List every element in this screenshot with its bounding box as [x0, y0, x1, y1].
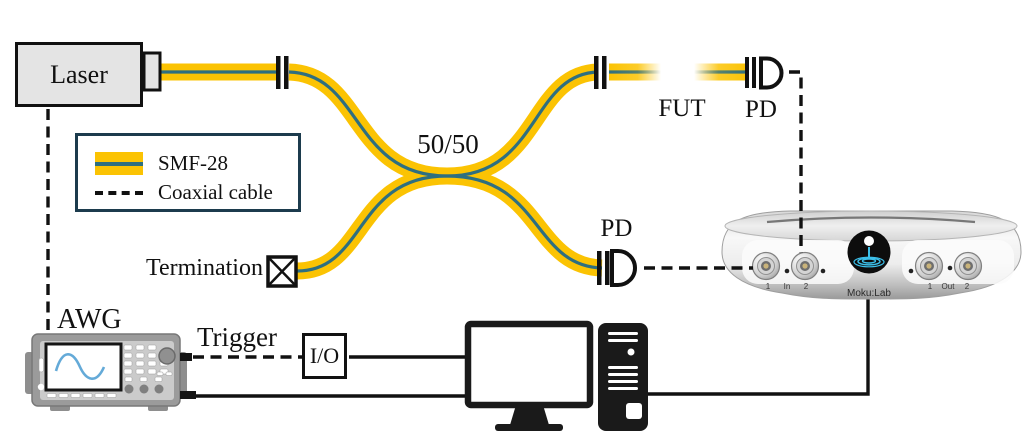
io-label: I/O [309, 343, 340, 368]
bnc-connectors [751, 251, 983, 281]
monitor-screen [464, 320, 594, 409]
awg-knob [158, 347, 176, 365]
legend-box: SMF-28 Coaxial cable [75, 133, 301, 212]
awg-label: AWG [57, 304, 122, 335]
coax-pd-top-to-moku-in2 [789, 70, 803, 253]
monitor-stand [510, 405, 549, 425]
laser-label: Laser [50, 59, 108, 89]
out-label: Out [942, 282, 956, 291]
awg-power-button [37, 383, 45, 391]
panel-screws [784, 265, 953, 274]
awg-device [25, 333, 196, 411]
coaxial-cable-swatch [95, 191, 143, 195]
smf28-fiber-swatch [95, 152, 143, 175]
in-label: In [784, 282, 791, 291]
moku-logo-icon [847, 230, 891, 274]
fiber-core-line [295, 70, 599, 273]
coupler-ratio-label: 50/50 [417, 129, 479, 159]
bnc-out-1 [914, 251, 944, 281]
laser-box: Laser [15, 42, 143, 107]
moku-top-groove [766, 216, 976, 224]
pd-top-label: PD [745, 96, 777, 123]
out-2-label: 2 [965, 282, 970, 291]
solid-cables [184, 297, 870, 398]
fiber-core-stripe [95, 161, 143, 166]
in-1-label: 1 [766, 282, 771, 291]
connector-icon [745, 57, 756, 88]
computer-monitor [464, 320, 594, 431]
legend-coax-label: Coaxial cable [158, 180, 273, 204]
termination-icon [266, 255, 298, 288]
trigger-label: Trigger [197, 322, 278, 352]
moku-lab-device: 1 In 2 1 Out 2 Moku:Lab [721, 210, 1022, 300]
connector-icon [276, 56, 289, 89]
io-box: I/O [302, 333, 347, 379]
sine-wave-icon [54, 353, 106, 380]
awg-output-port [180, 391, 196, 399]
moku-name-label: Moku:Lab [847, 288, 891, 299]
coaxial-cables [46, 70, 803, 359]
awg-trigger-port [180, 353, 192, 361]
bnc-out-2 [953, 251, 983, 281]
tower-details [608, 332, 642, 419]
connector-icon [594, 56, 607, 89]
out-1-label: 1 [928, 282, 933, 291]
fiber-connectors [276, 56, 756, 285]
pc-tower [598, 323, 648, 431]
cable-tower-to-moku [648, 297, 870, 396]
bnc-in-2 [790, 251, 820, 281]
termination-label: Termination [146, 255, 263, 281]
pd-mid-label: PD [600, 215, 633, 242]
awg-round-button [154, 384, 164, 394]
photodetector-top-icon [759, 56, 784, 90]
connector-icon [597, 251, 610, 285]
moku-port-labels: 1 In 2 1 Out 2 [766, 282, 970, 291]
bnc-in-1 [751, 251, 781, 281]
fiber-coupler-paths [161, 63, 749, 280]
awg-round-button [139, 384, 149, 394]
monitor-base [495, 424, 563, 431]
in-2-label: 2 [804, 282, 809, 291]
photodetector-mid-icon [610, 249, 637, 287]
awg-round-button [124, 384, 134, 394]
awg-keypad [38, 344, 173, 398]
legend-smf28-label: SMF-28 [158, 151, 229, 175]
fut-label: FUT [658, 95, 706, 122]
laser-output-port [142, 51, 162, 92]
